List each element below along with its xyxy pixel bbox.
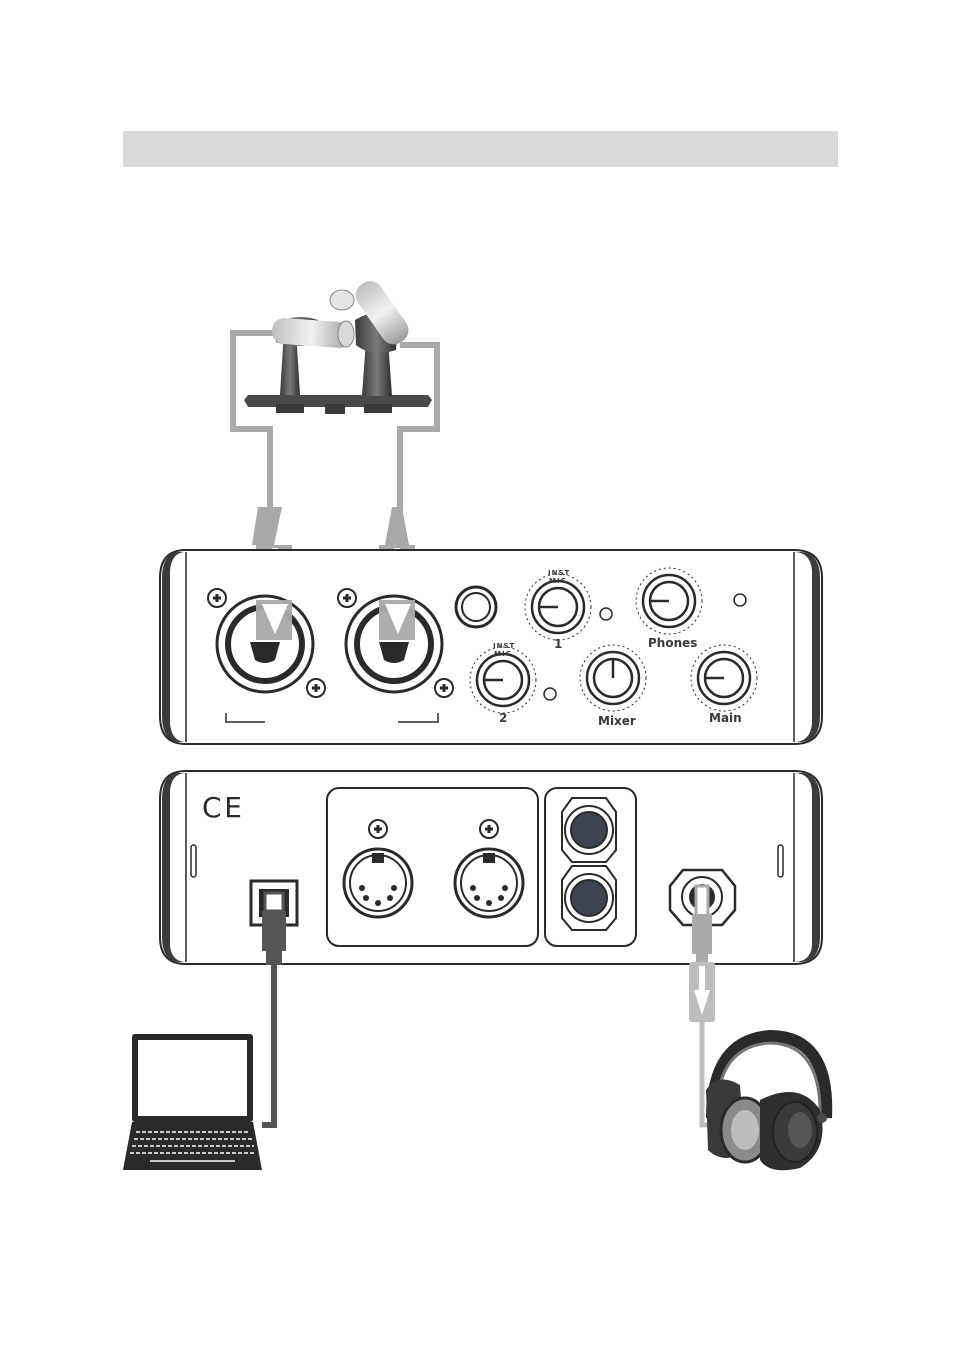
led-3 — [544, 688, 556, 700]
headphones-icon — [706, 1036, 827, 1170]
knob-2-inst-label: INST — [493, 642, 515, 650]
main-output-left-jack[interactable] — [562, 798, 616, 862]
main-output-right-jack[interactable] — [562, 866, 616, 930]
main-label: Main — [709, 711, 742, 725]
usb-cable — [262, 893, 286, 1125]
microphones-icon — [233, 276, 437, 510]
led-2 — [734, 594, 746, 606]
knob-1-inst-label: INST — [548, 569, 570, 577]
knob-1-mic-label: MIC — [549, 577, 567, 585]
led-1 — [600, 608, 612, 620]
laptop-icon — [123, 1034, 262, 1170]
knob-2-channel-label: 2 — [499, 711, 507, 725]
front-panel: INST MIC 1 Phones INST MIC 2 — [160, 550, 822, 744]
rear-panel: CE — [160, 771, 822, 964]
mixer-label: Mixer — [598, 714, 636, 728]
knob-2-mic-label: MIC — [494, 650, 512, 658]
knob-1-channel-label: 1 — [554, 637, 562, 651]
front-jack[interactable] — [456, 587, 496, 627]
phones-label: Phones — [648, 636, 697, 650]
